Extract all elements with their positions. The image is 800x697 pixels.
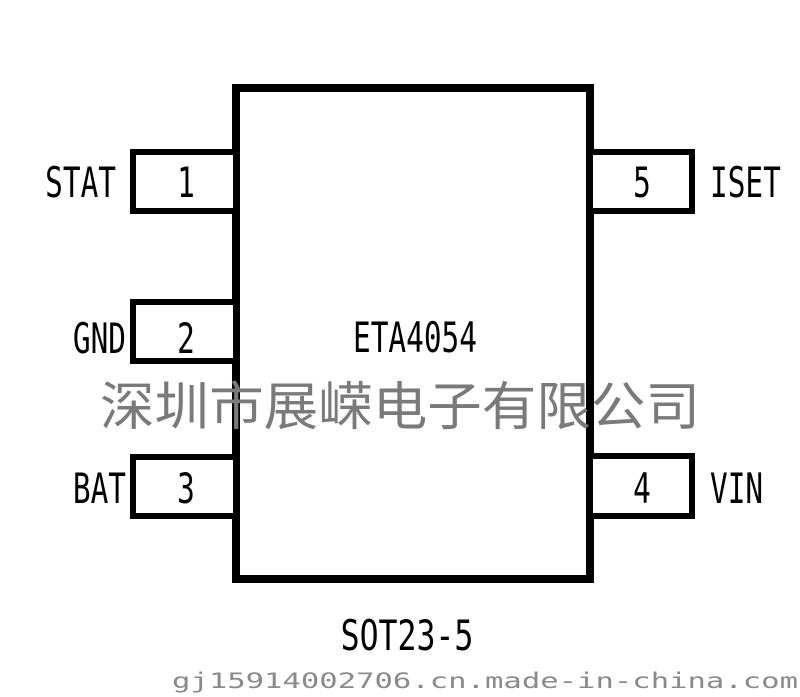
pin-2: 2 GND xyxy=(73,299,239,364)
pin-3: 3 BAT xyxy=(73,454,239,519)
pin-1-number: 1 xyxy=(177,158,195,208)
pin-4-number: 4 xyxy=(633,464,651,514)
pin-1: 1 STAT xyxy=(45,149,239,214)
pin-2-number: 2 xyxy=(177,314,195,364)
package-label: SOT23-5 xyxy=(341,612,474,661)
pin-4-name: VIN xyxy=(710,464,763,514)
pin-3-name: BAT xyxy=(73,464,126,514)
pin-5: 5 ISET xyxy=(587,149,781,214)
pin-1-name: STAT xyxy=(45,158,116,208)
pin-5-name: ISET xyxy=(710,158,781,208)
pin-3-number: 3 xyxy=(177,464,195,514)
watermark-company: 深圳市展嵘电子有限公司 xyxy=(100,378,700,438)
pin-5-number: 5 xyxy=(633,158,651,208)
pin-2-name: GND xyxy=(73,314,126,364)
watermark-url: gj15914002706.cn.made-in-china.com xyxy=(172,669,798,693)
chip-name: ETA4054 xyxy=(353,313,477,363)
pin-4: 4 VIN xyxy=(587,453,763,519)
